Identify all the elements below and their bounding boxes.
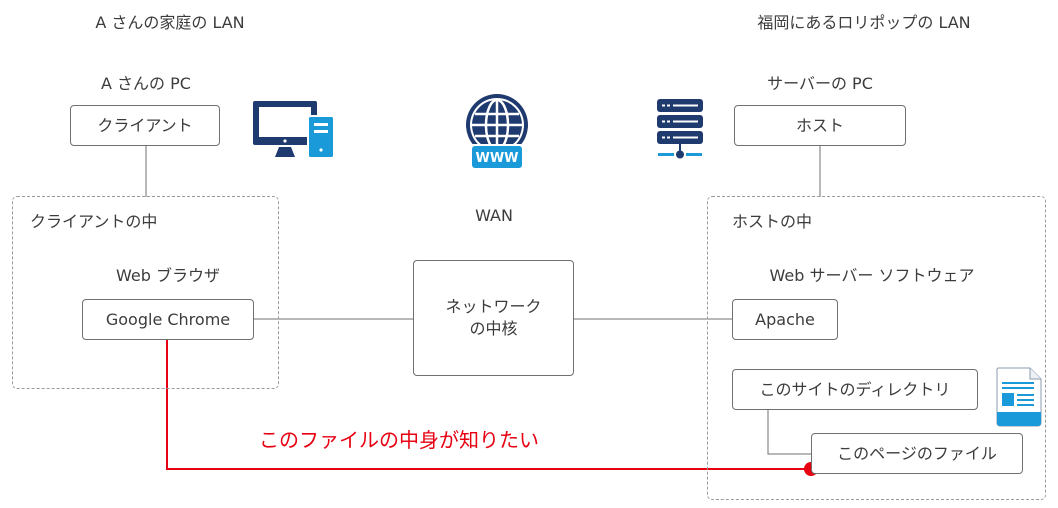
svg-text:WWW: WWW [475,151,518,166]
google-chrome-box[interactable]: Google Chrome [82,299,254,340]
wan-label: WAN [475,206,513,225]
web-browser-label: Web ブラウザ [116,266,220,285]
network-core-box[interactable]: ネットワーク の中核 [413,260,574,376]
page-file-box[interactable]: このページのファイル [811,433,1023,474]
www-globe-icon: WWW [466,94,528,168]
client-box[interactable]: クライアント [70,105,220,146]
client-inside-label: クライアントの中 [30,212,158,231]
host-box[interactable]: ホスト [734,105,906,146]
network-core-line1: ネットワーク [445,297,542,316]
network-core-line2: の中核 [469,319,518,338]
apache-box[interactable]: Apache [732,299,838,340]
desktop-computer-icon [253,101,333,157]
directory-to-file-line [767,409,811,455]
right-lan-title: 福岡にあるロリポップの LAN [757,13,971,32]
site-directory-box[interactable]: このサイトのディレクトリ [732,369,978,410]
host-inside-container [707,196,1046,500]
server-rack-icon [657,99,703,159]
left-lan-title: A さんの家庭の LAN [95,13,245,32]
host-inside-label: ホストの中 [732,212,813,231]
request-annotation: このファイルの中身が知りたい [259,428,539,452]
web-server-software-label: Web サーバー ソフトウェア [769,266,975,285]
client-inside-container [12,196,279,389]
request-path-line [166,339,811,470]
server-pc-label: サーバーの PC [767,74,873,93]
client-pc-label: A さんの PC [101,74,191,93]
document-file-icon [996,367,1042,427]
